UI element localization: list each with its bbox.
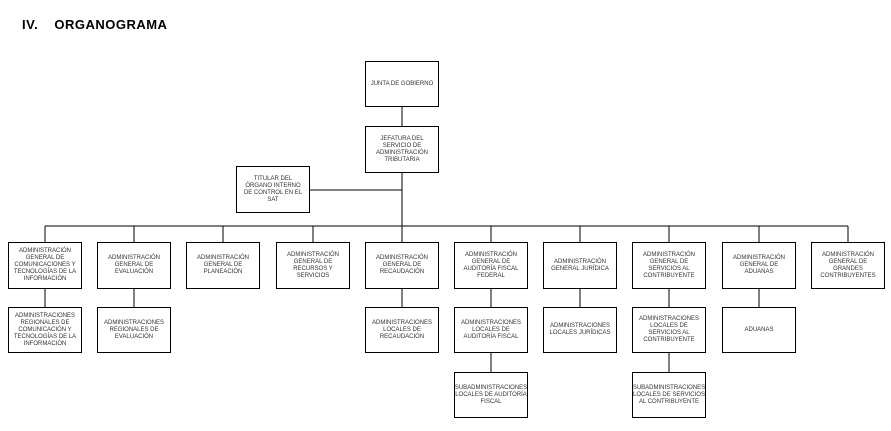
node-sub-auditoria-fiscal: SUBADMINISTRACIONES LOCALES DE AUDITORÍA… [454,372,528,418]
page-heading: IV. ORGANOGRAMA [22,17,167,32]
node-ag-auditoria-fiscal: ADMINISTRACIÓN GENERAL DE AUDITORÍA FISC… [454,242,528,289]
node-al-auditoria-fiscal: ADMINISTRACIONES LOCALES DE AUDITORÍA FI… [454,307,528,353]
node-al-servicios-contribuyente: ADMINISTRACIONES LOCALES DE SERVICIOS AL… [632,307,706,353]
node-ag-grandes-contribuyentes: ADMINISTRACIÓN GENERAL DE GRANDES CONTRI… [811,242,885,289]
node-sub-servicios-contribuyente: SUBADMINISTRACIONES LOCALES DE SERVICIOS… [632,372,706,418]
node-junta-de-gobierno: JUNTA DE GOBIERNO [365,61,439,107]
heading-title: ORGANOGRAMA [54,17,168,32]
node-ag-juridica: ADMINISTRACIÓN GENERAL JURÍDICA [543,242,617,289]
node-jefatura-sat: JEFATURA DEL SERVICIO DE ADMINISTRACIÓN … [365,126,439,173]
node-titular-organo-interno: TITULAR DEL ÓRGANO INTERNO DE CONTROL EN… [236,166,310,213]
node-ag-planeacion: ADMINISTRACIÓN GENERAL DE PLANEACIÓN [186,242,260,289]
node-ag-comunicaciones: ADMINISTRACIÓN GENERAL DE COMUNICACIONES… [8,242,82,289]
node-ag-aduanas: ADMINISTRACIÓN GENERAL DE ADUANAS [722,242,796,289]
node-ar-evaluacion: ADMINISTRACIONES REGIONALES DE EVALUACIÓ… [97,307,171,353]
node-al-recaudacion: ADMINISTRACIONES LOCALES DE RECAUDACIÓN [365,307,439,353]
node-ag-recursos-servicios: ADMINISTRACIÓN GENERAL DE RECURSOS Y SER… [276,242,350,289]
node-al-juridicas: ADMINISTRACIONES LOCALES JURÍDICAS [543,307,617,353]
heading-number: IV. [22,17,39,32]
node-ag-evaluacion: ADMINISTRACIÓN GENERAL DE EVALUACIÓN [97,242,171,289]
node-aduanas: ADUANAS [722,307,796,353]
node-ar-comunicacion: ADMINISTRACIONES REGIONALES DE COMUNICAC… [8,307,82,353]
node-ag-recaudacion: ADMINISTRACIÓN GENERAL DE RECAUDACIÓN [365,242,439,289]
node-ag-servicios-contribuyente: ADMINISTRACIÓN GENERAL DE SERVICIOS AL C… [632,242,706,289]
